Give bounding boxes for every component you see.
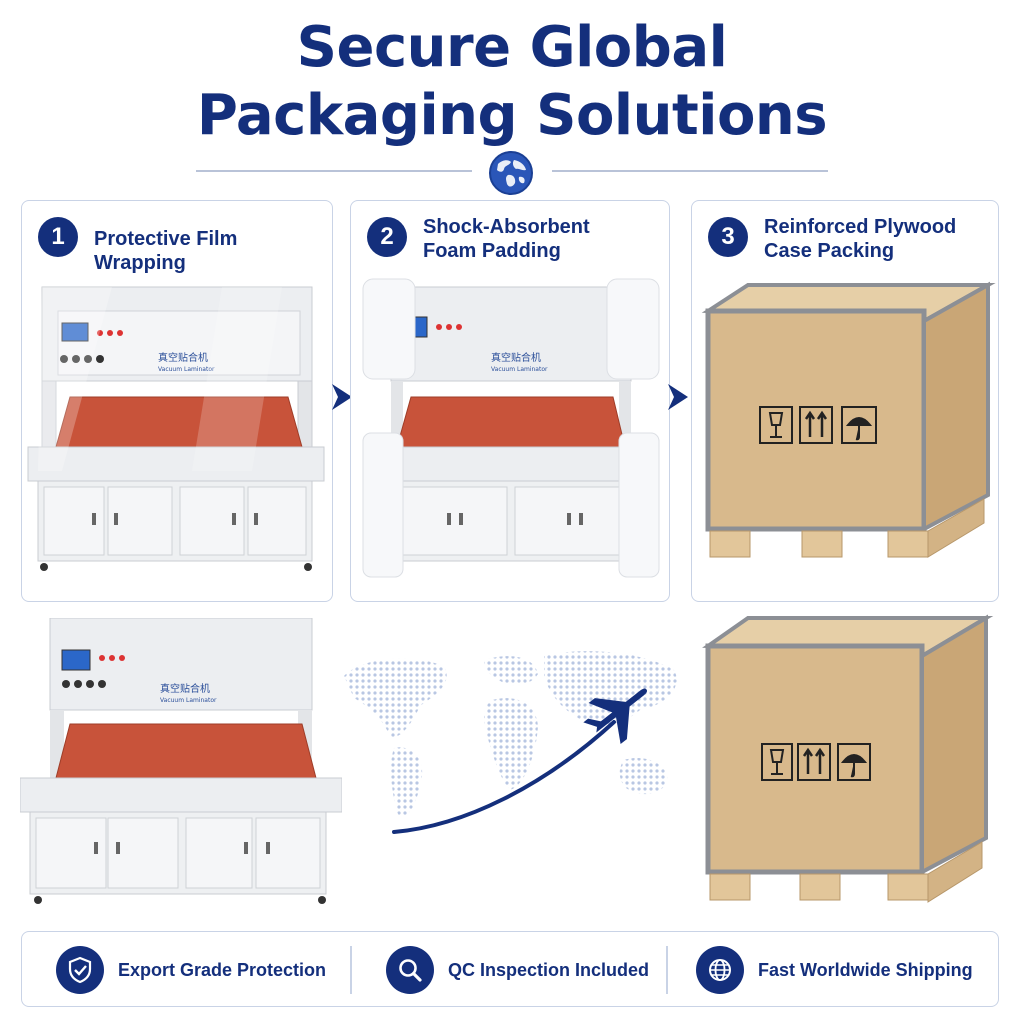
step-number-badge: 1: [38, 217, 78, 257]
step-label-line-2: Foam Padding: [423, 240, 561, 262]
world-map-shipping-illustration: [344, 651, 677, 834]
machine-label-cn: 真空贴合机: [160, 682, 210, 695]
plywood-crate-illustration: [702, 614, 994, 903]
feature-worldwide-shipping: Fast Worldwide Shipping: [696, 932, 973, 1008]
title-line-2: Packaging Solutions: [196, 83, 828, 148]
step-card-foam-padding: 2 Shock-Absorbent Foam Padding 真空贴合机 Vac…: [350, 200, 670, 602]
step-label-line-1: Reinforced Plywood: [764, 216, 957, 238]
machine-label-en: Vacuum Laminator: [160, 697, 217, 704]
magnifier-icon: [386, 946, 434, 994]
step-label: Shock-Absorbent Foam Padding: [423, 215, 590, 263]
machine-label-en: Vacuum Laminator: [491, 366, 548, 373]
globe-icon: [489, 151, 533, 195]
machine-label-cn: 真空贴合机: [158, 351, 208, 364]
feature-label: QC Inspection Included: [448, 959, 650, 980]
plywood-crate-illustration: [701, 281, 996, 558]
feature-divider: [666, 946, 668, 994]
foam-padded-machine-illustration: 真空贴合机 Vacuum Laminator: [362, 278, 660, 578]
title-line-1: Secure Global: [296, 15, 728, 80]
machine-illustration: 真空贴合机 Vacuum Laminator: [20, 618, 342, 904]
step-number-badge: 2: [367, 217, 407, 257]
machine-label-cn: 真空贴合机: [491, 351, 541, 364]
step-label-line-1: Protective Film Wrapping: [94, 228, 238, 274]
machine-label-en: Vacuum Laminator: [158, 366, 215, 373]
shield-check-icon: [56, 946, 104, 994]
globe-icon: [696, 946, 744, 994]
airplane-icon: [583, 688, 648, 744]
features-bar: Export Grade Protection QC Inspection In…: [21, 931, 999, 1007]
feature-label: Fast Worldwide Shipping: [758, 959, 973, 980]
arrow-right-icon: [666, 382, 690, 412]
page-title: Secure Global Packaging Solutions: [0, 14, 1024, 150]
divider-right: [552, 170, 828, 172]
step-card-film-wrapping: 1 Protective Film Wrapping 真空贴合机 Vacuum …: [21, 200, 333, 602]
wrapped-machine-illustration: 真空贴合机 Vacuum Laminator: [27, 286, 325, 571]
step-number-badge: 3: [708, 217, 748, 257]
divider-left: [196, 170, 472, 172]
arrow-right-icon: [330, 382, 354, 412]
step-label-line-1: Shock-Absorbent: [423, 216, 590, 238]
step-label-line-2: Case Packing: [764, 240, 895, 262]
feature-divider: [350, 946, 352, 994]
feature-export-grade-protection: Export Grade Protection: [56, 932, 326, 1008]
step-label: Reinforced Plywood Case Packing: [764, 215, 956, 263]
step-card-plywood-case: 3 Reinforced Plywood Case Packing: [691, 200, 999, 602]
step-label: Protective Film Wrapping: [94, 227, 332, 275]
feature-label: Export Grade Protection: [118, 959, 327, 980]
feature-qc-inspection: QC Inspection Included: [386, 932, 649, 1008]
